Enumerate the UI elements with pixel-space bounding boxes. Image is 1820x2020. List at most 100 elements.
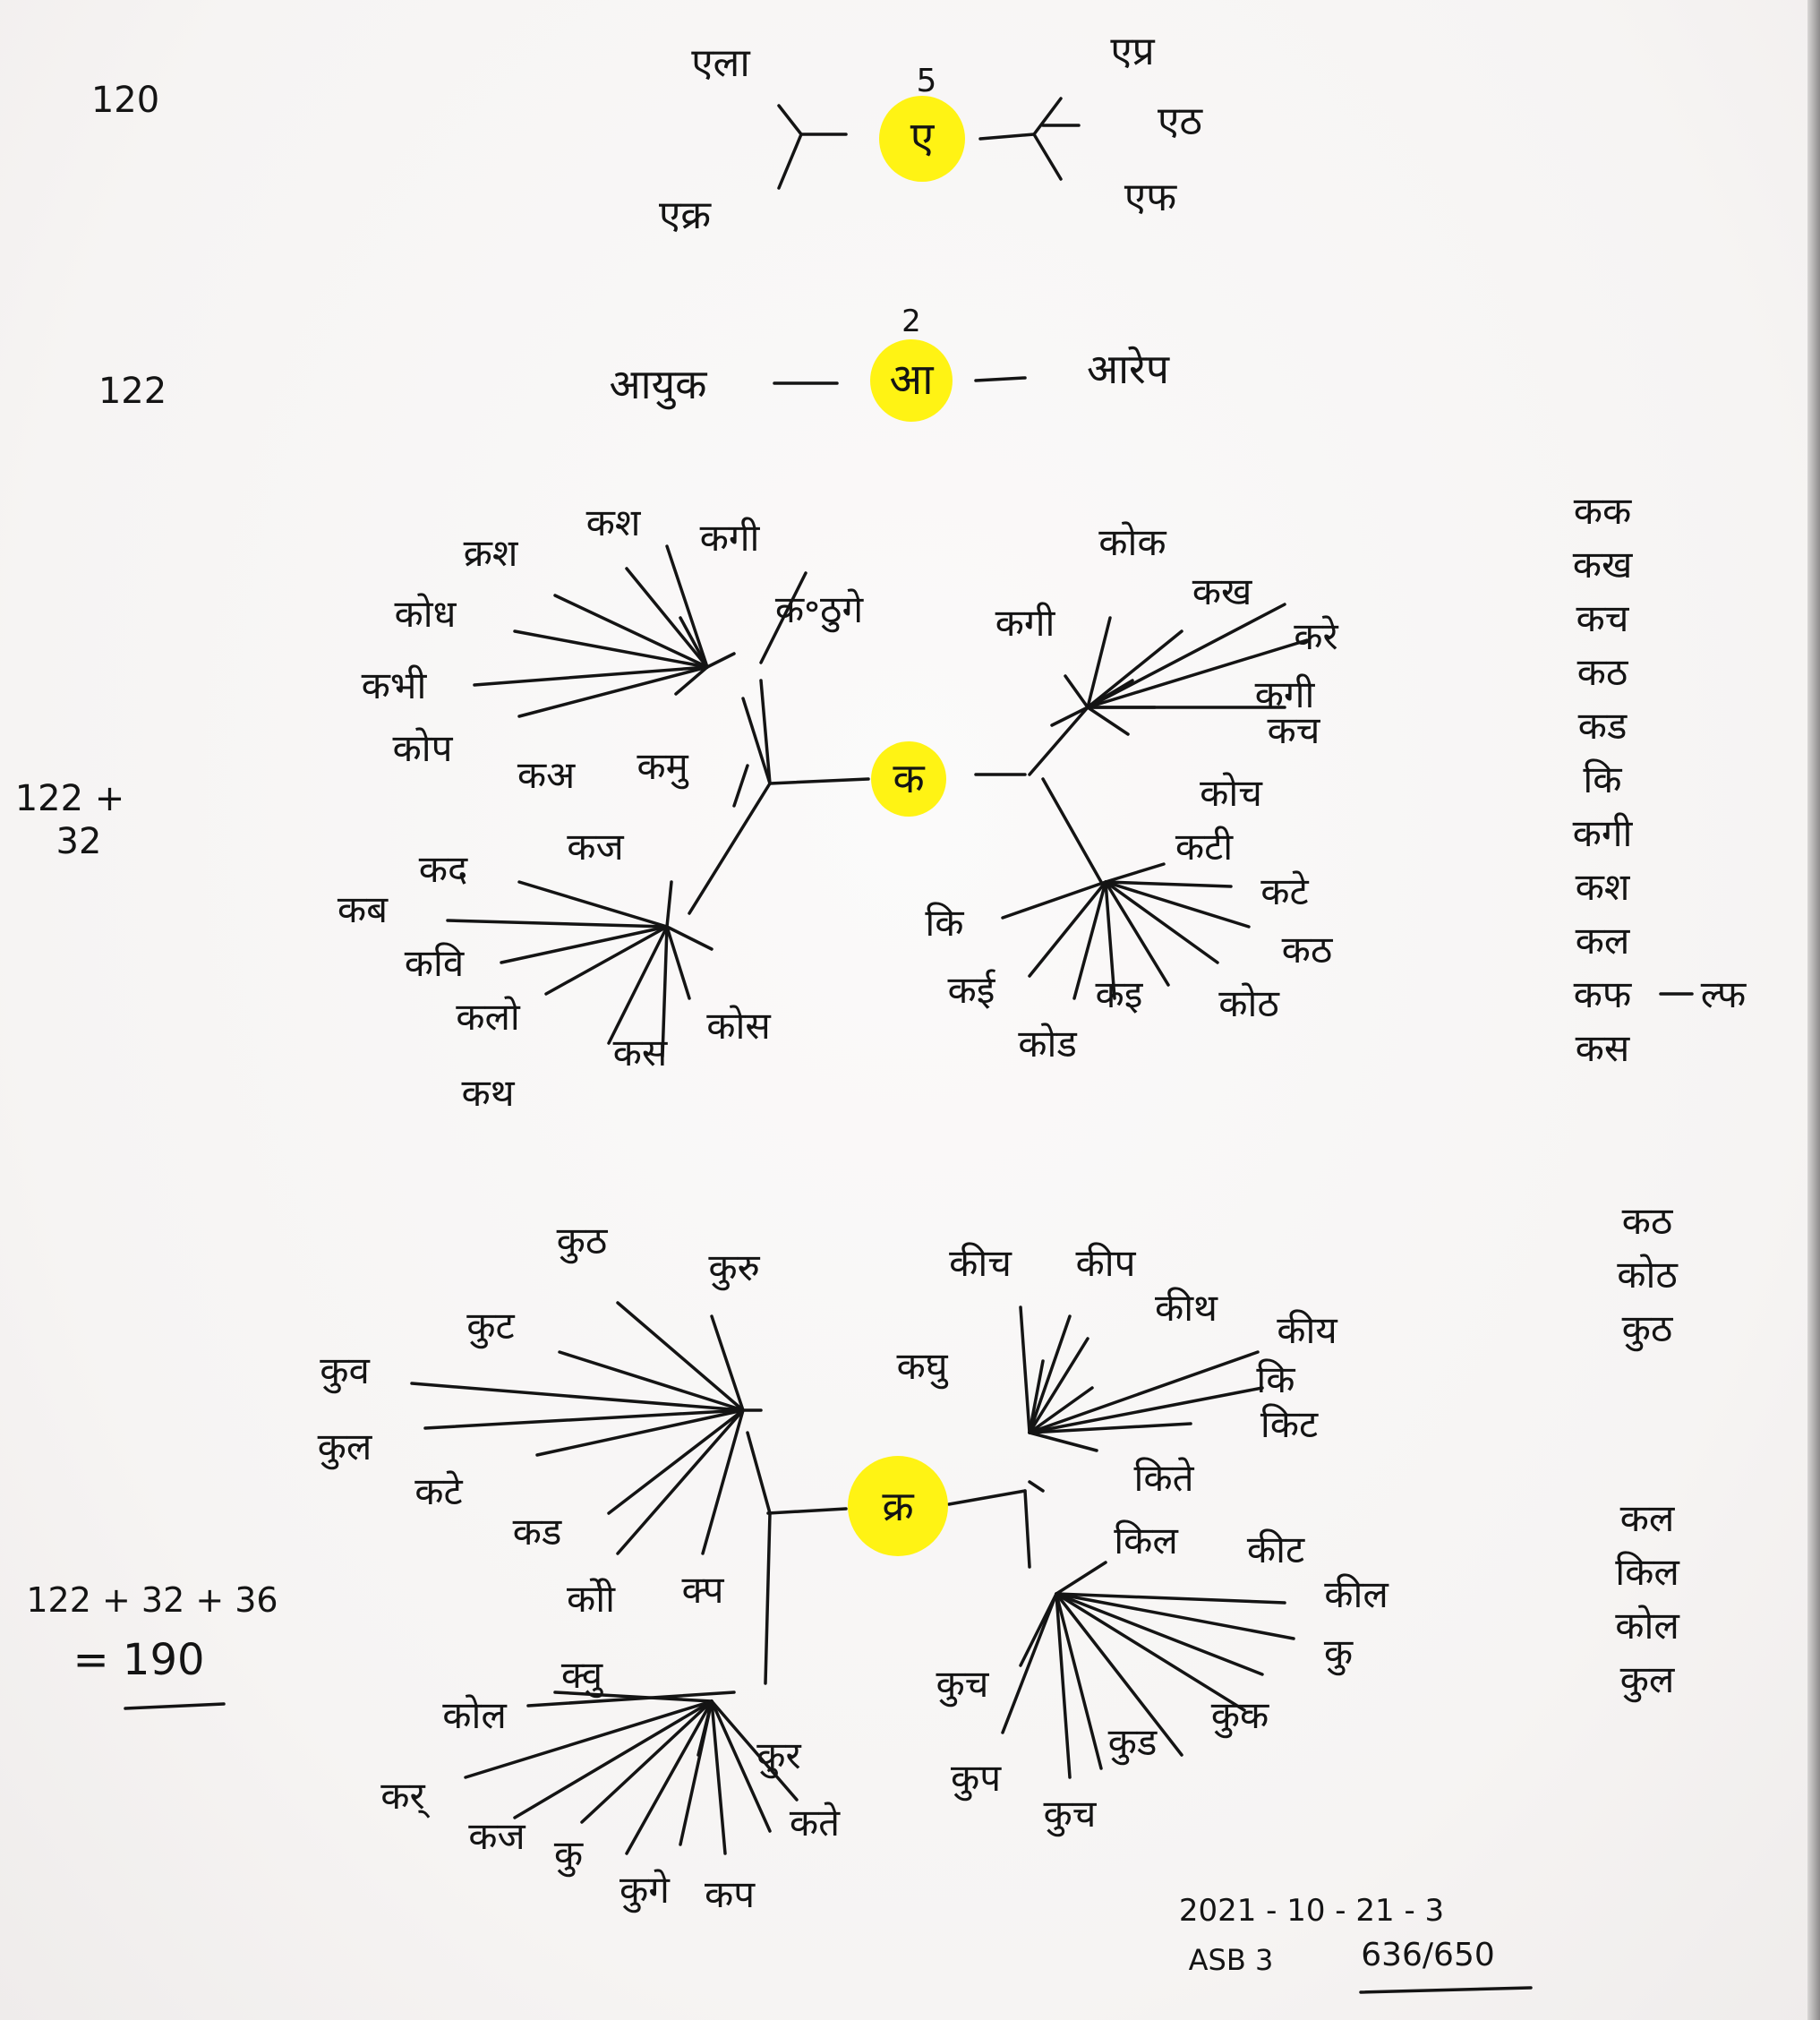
footer-page-ratio: 636/650 — [1361, 1937, 1495, 1973]
connector-lines — [124, 97, 1694, 1994]
ka-bottom-left-word: कस — [613, 1031, 668, 1074]
highlight-aa — [870, 339, 953, 422]
ka-top-right-word: कच — [1268, 708, 1321, 752]
connector-line — [766, 1507, 848, 1515]
kra-top-right-spoke — [1028, 1386, 1094, 1434]
highlight-kra — [848, 1456, 948, 1556]
ka-side-list-item: कक — [1574, 489, 1632, 533]
center-word-ka: क — [893, 754, 926, 802]
ka-side-list-extra: ल्फ — [1701, 972, 1747, 1016]
kra-top-right-word: कि — [1256, 1357, 1295, 1401]
kra-top-left-spoke — [710, 1314, 745, 1412]
ka-top-left-word: कश — [586, 501, 642, 544]
connector-line — [978, 133, 1036, 141]
word-aa-left-1: आयुक — [609, 360, 708, 410]
kra-bottom-right-spoke — [1055, 1592, 1295, 1640]
ka-bottom-right-word: कोड — [1018, 1022, 1077, 1066]
kra-bottom-right-word: कुप — [951, 1756, 1002, 1802]
ka-top-left-spoke — [674, 665, 709, 696]
kra-side-list-a-item: कठ — [1622, 1199, 1674, 1243]
ka-arrow — [732, 764, 749, 808]
ka-top-left-word: कोध — [395, 592, 457, 636]
ka-bottom-right-spoke — [1028, 880, 1107, 978]
word-ru-left-1: एला — [691, 40, 751, 86]
kra-bottom-left-spoke — [464, 1699, 713, 1779]
kra-side-list-b-item: कल — [1620, 1496, 1676, 1540]
connector-line — [1041, 777, 1103, 884]
kra-top-right-spoke — [1028, 1337, 1089, 1434]
page-edge-shadow — [1807, 0, 1820, 2020]
kra-bottom-right-spoke — [1055, 1592, 1264, 1676]
ka-side-list-item: कश — [1576, 865, 1631, 909]
ka-bottom-left-word: कोस — [706, 1004, 771, 1048]
ka-bottom-left-word: कद — [419, 847, 468, 891]
ka-side-list-item: कगी — [1573, 811, 1634, 855]
ka-top-left-spoke — [665, 544, 709, 669]
ka-top-right-word: कोच — [1200, 771, 1263, 815]
kra-top-right-word: किते — [1133, 1456, 1194, 1500]
ka-bottom-left-spoke — [665, 880, 673, 929]
ka-bottom-left-spoke — [500, 925, 669, 964]
word-ru-right-1: एप्र — [1110, 29, 1155, 74]
ka-top-right-spoke — [1086, 706, 1130, 736]
ka-hub-connector — [741, 697, 772, 785]
footer-underline — [1359, 1986, 1533, 1994]
kra-bottom-right-word: किल — [1114, 1519, 1179, 1562]
ka-side-list-item: कल — [1576, 919, 1631, 963]
kra-bottom-left-spoke — [625, 1699, 713, 1855]
ka-top-right-word: कोक — [1098, 520, 1166, 564]
kra-bottom-right-spoke — [1055, 1592, 1183, 1757]
kra-top-left-word: कुरु — [708, 1245, 760, 1291]
ka-top-left-spoke — [625, 567, 709, 669]
kra-bottom-right-word: कुक — [1211, 1693, 1269, 1739]
kra-bottom-left-word: कोल — [442, 1693, 508, 1737]
kra-bottom-left-word: कते — [790, 1801, 841, 1845]
ka-bottom-right-spoke — [1104, 880, 1251, 929]
kra-bottom-right-word: कीट — [1247, 1528, 1305, 1571]
kra-top-right-spoke — [1028, 1350, 1260, 1434]
connector-line — [1050, 706, 1089, 727]
ka-bottom-left-spoke — [607, 925, 669, 1045]
kra-bottom-left-word: क्वु — [561, 1653, 603, 1699]
kra-bottom-left-word: कु — [554, 1832, 584, 1878]
ka-top-right-word: कख — [1192, 569, 1252, 613]
word-ru-left-2: एक्र — [659, 193, 712, 238]
ka-bottom-right-spoke — [1104, 880, 1116, 1000]
kra-top-right-spoke — [1019, 1305, 1031, 1434]
center-word-kra: क्र — [882, 1482, 915, 1530]
kra-top-right-word: कघु — [896, 1344, 948, 1390]
kra-bottom-left-spoke — [696, 1699, 713, 1757]
connector-line — [759, 679, 772, 785]
kra-bottom-left-spoke — [710, 1699, 772, 1833]
kra-bottom-left-word: कर् — [380, 1774, 430, 1819]
ka-top-right-spoke — [1086, 629, 1183, 709]
ka-top-left-word: कभी — [362, 663, 428, 707]
kra-bottom-left-spoke — [580, 1699, 713, 1824]
kra-bottom-right-spoke — [1055, 1592, 1103, 1770]
kra-side-list-b-item: किल — [1615, 1550, 1680, 1594]
connector-line — [746, 1431, 772, 1515]
word-aa-right-1: आरेप — [1087, 345, 1170, 393]
kra-top-left-spoke — [423, 1408, 745, 1430]
ka-top-left-word: कमु — [637, 744, 688, 790]
connector-line — [974, 376, 1027, 382]
ka-bottom-left-word: कलो — [456, 995, 521, 1039]
ka-top-left-spoke — [553, 594, 709, 669]
kra-top-right-spoke — [1028, 1422, 1192, 1434]
kra-top-left-word: कुल — [318, 1425, 373, 1470]
kra-bottom-left-word: कुर — [756, 1733, 801, 1779]
ka-bottom-left-spoke — [544, 925, 669, 996]
ka-top-right-spoke — [1086, 603, 1286, 709]
ka-bottom-right-spoke — [1001, 880, 1107, 920]
ka-bottom-left-word: कवि — [405, 941, 465, 985]
kra-top-left-spoke — [616, 1408, 745, 1555]
kra-bottom-right-spoke — [1001, 1592, 1058, 1734]
ka-bottom-right-word: कठ — [1282, 928, 1334, 971]
kra-bottom-right-word: कुच — [1044, 1792, 1098, 1837]
center-word-aa: आ — [889, 355, 934, 405]
kra-bottom-right-spoke — [1055, 1592, 1072, 1779]
ka-side-list-item: कि — [1583, 758, 1622, 801]
word-ru-right-3: एफ — [1124, 175, 1177, 220]
ka-bottom-left-spoke — [661, 925, 669, 1058]
margin-count-122: 122 — [98, 371, 167, 412]
